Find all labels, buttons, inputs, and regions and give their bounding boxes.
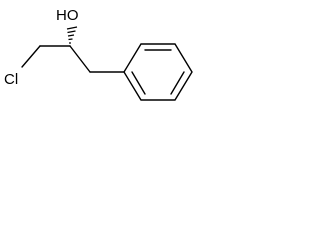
structure-canvas: HO Cl bbox=[0, 0, 217, 116]
chlorine-label: Cl bbox=[4, 71, 18, 88]
chemical-structure-diagram: HO Cl bbox=[4, 7, 193, 101]
hydroxyl-label: HO bbox=[56, 7, 79, 24]
bond-chloromethyl bbox=[21, 45, 41, 68]
benzene-ring bbox=[123, 43, 193, 101]
bond-stereocenter-benzyl bbox=[69, 45, 91, 73]
hashed-wedge-bond bbox=[66, 26, 78, 44]
